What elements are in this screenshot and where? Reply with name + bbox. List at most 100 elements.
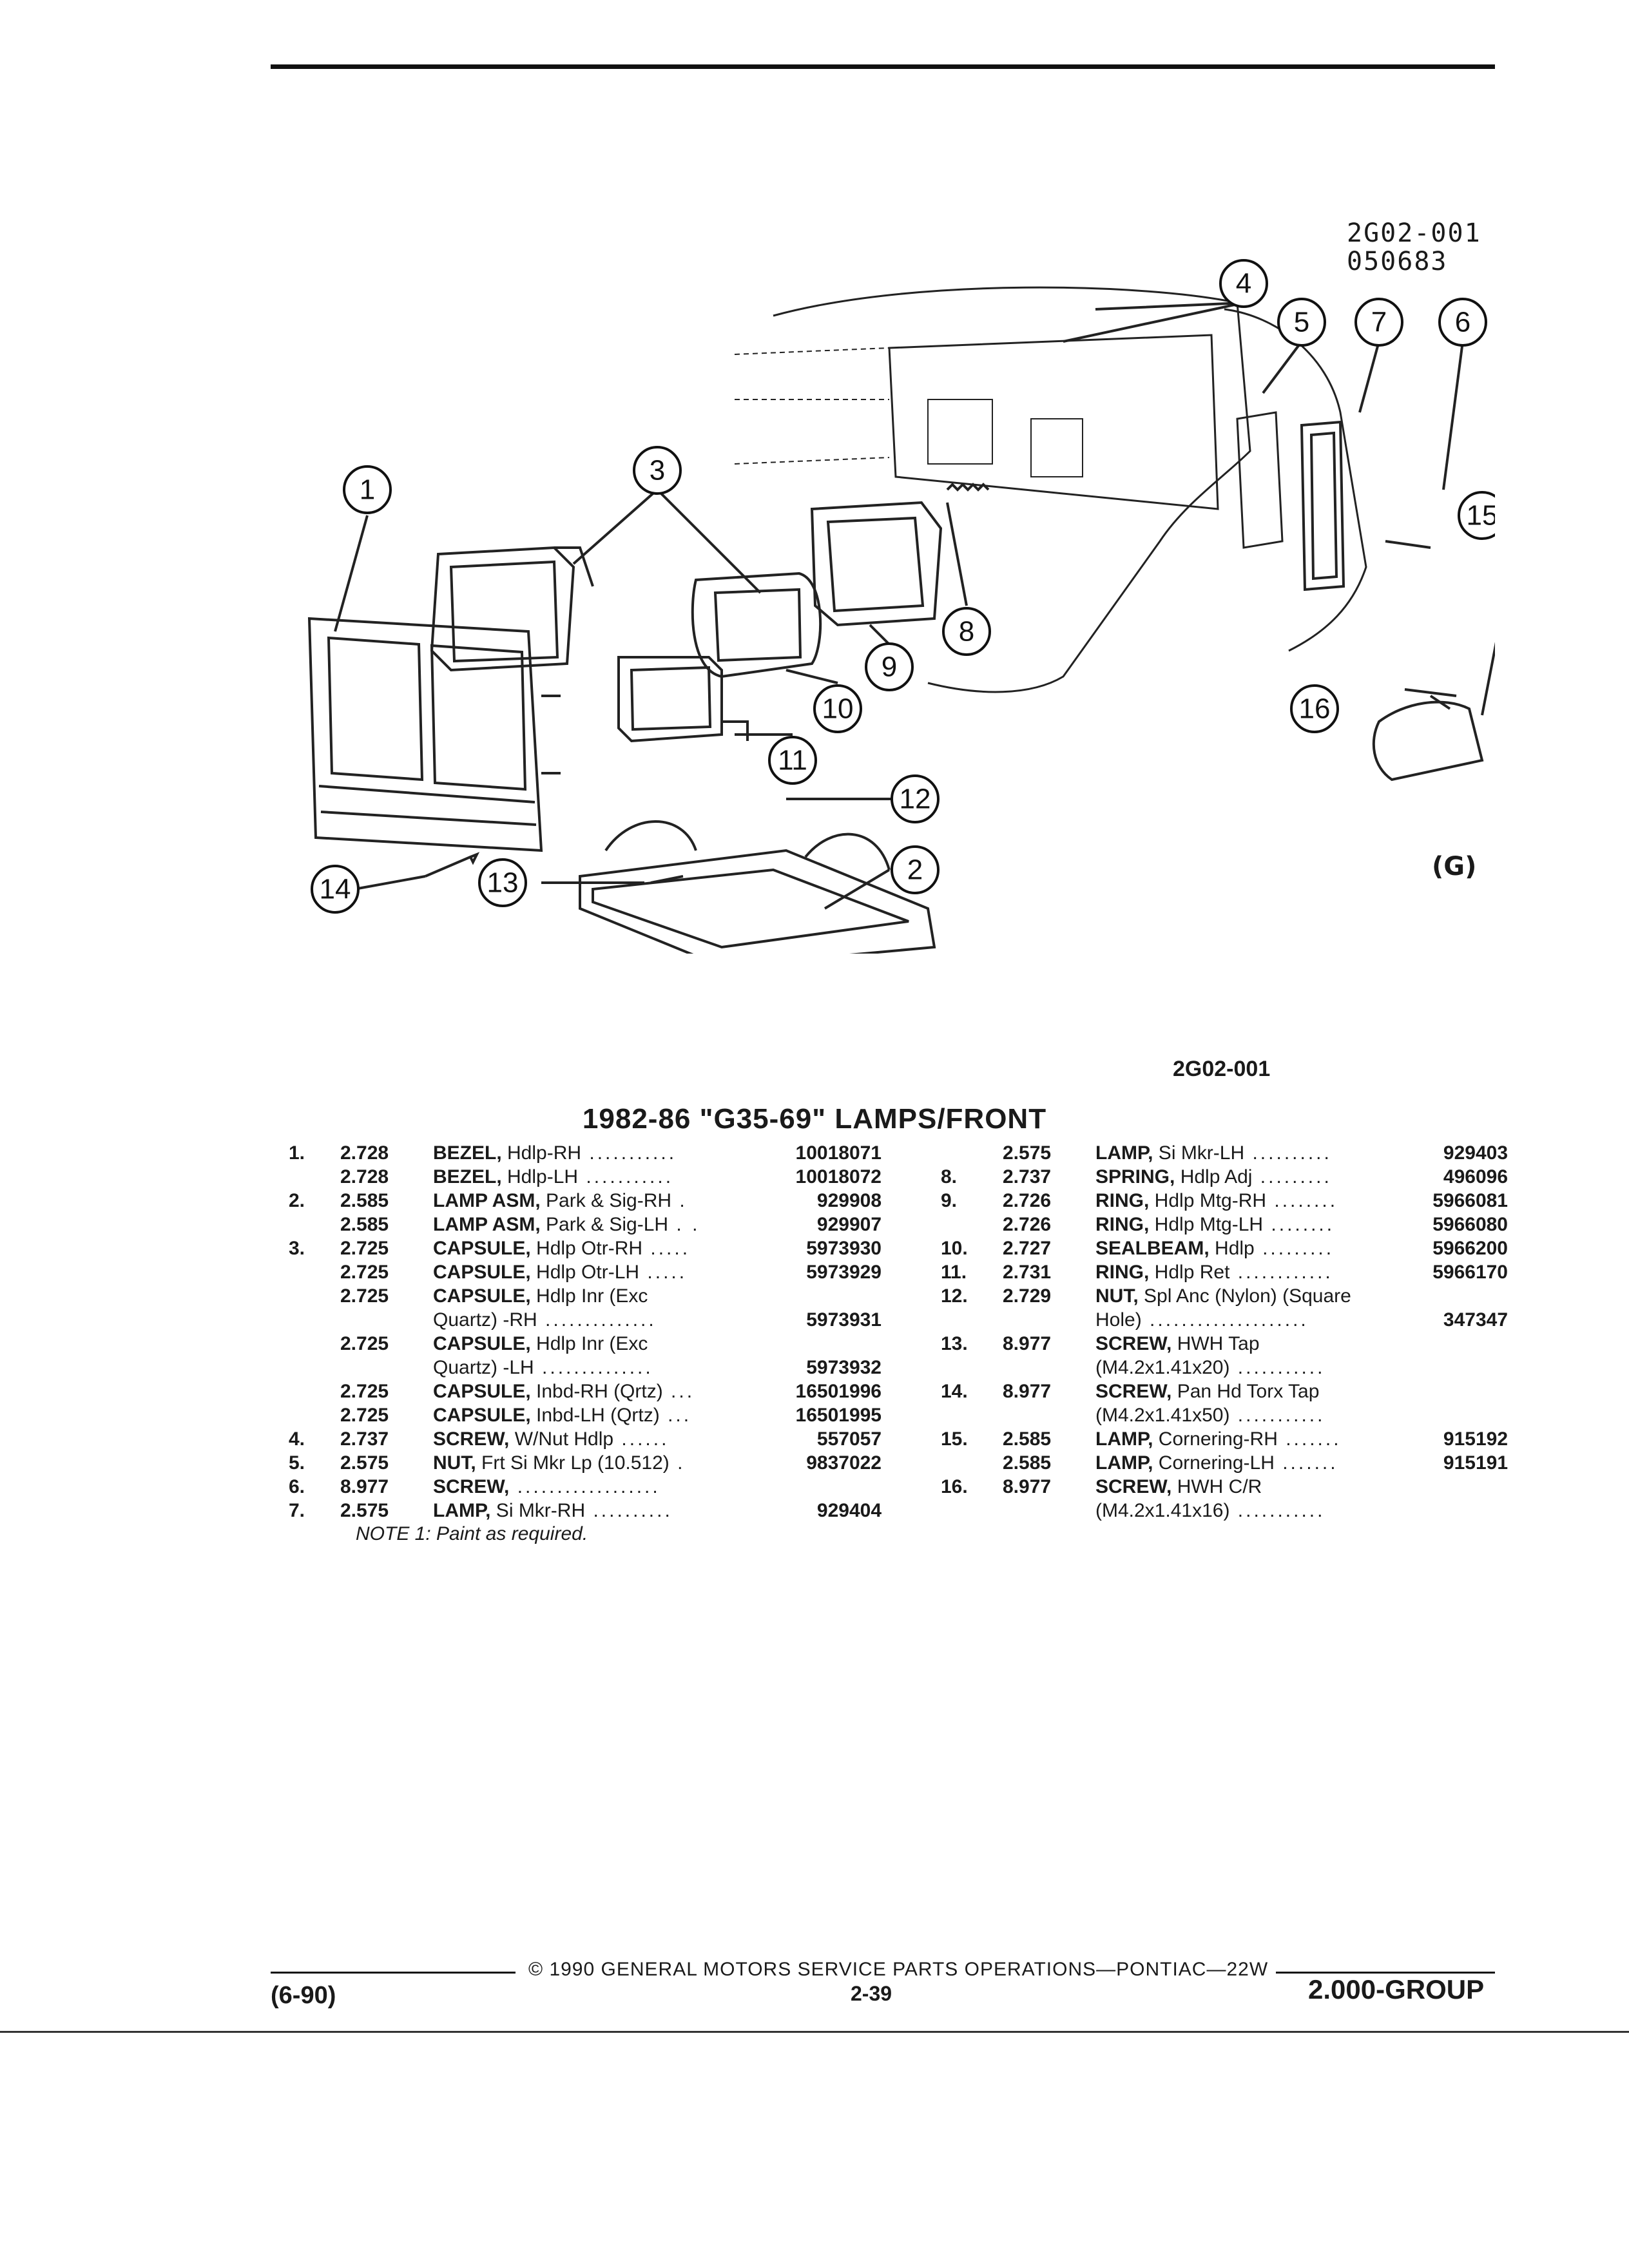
part-group-code: 2.725 [340, 1238, 389, 1259]
part-number-index: 3. [289, 1238, 305, 1259]
footer-rule-right [1276, 1972, 1495, 1974]
part-name: CAPSULE, [433, 1262, 531, 1283]
hwh-screw [650, 875, 684, 884]
part-group-code: 8.977 [1003, 1381, 1052, 1402]
part-number: 929907 [816, 1214, 882, 1235]
callout-2 [891, 845, 940, 894]
part-group-code: 2.737 [1003, 1166, 1052, 1187]
callout-13 [478, 858, 527, 907]
part-group-code: 2.585 [340, 1190, 389, 1211]
part-number: 496096 [1443, 1166, 1508, 1187]
part-detail: HWH Tap [1171, 1333, 1260, 1354]
part-name: LAMP ASM, [433, 1190, 541, 1211]
part-number: 347347 [1443, 1309, 1508, 1331]
dot-leader: ............ [1229, 1262, 1333, 1283]
part-number: 5966200 [1432, 1238, 1508, 1259]
part-name: CAPSULE, [433, 1381, 531, 1402]
part-number: 16501995 [795, 1405, 882, 1426]
headlamp-capsule-inner [617, 656, 749, 743]
part-description: LAMP, Cornering-RH ....... [1095, 1428, 1342, 1451]
part-description: SCREW, HWH Tap [1095, 1332, 1260, 1356]
dot-leader: .............. [534, 1357, 653, 1378]
part-number: 929403 [1443, 1142, 1508, 1164]
part-group-code: 2.585 [340, 1214, 389, 1235]
diagram-ref-code: 2G02-001 050683 [1347, 219, 1481, 276]
dot-leader: . . [668, 1214, 700, 1235]
headlamp-capsule-outer [430, 546, 594, 672]
frt-screw [1404, 688, 1457, 697]
callout-label: 3 [650, 455, 665, 486]
part-name: CAPSULE, [433, 1405, 531, 1426]
part-name: SCREW, [1095, 1476, 1172, 1497]
dot-leader: ........... [1229, 1405, 1325, 1426]
part-group-code: 8.977 [340, 1476, 389, 1497]
part-group-code: 2.585 [1003, 1428, 1052, 1450]
part-name: CAPSULE, [433, 1285, 531, 1307]
part-number: 929908 [816, 1190, 882, 1211]
part-detail: Cornering-RH [1153, 1428, 1278, 1450]
headlamp-mounting-ring [810, 501, 943, 627]
part-detail: Hdlp-LH [501, 1166, 579, 1187]
part-row: 2.575 LAMP, Si Mkr-LH .......... 929403 [941, 1142, 1508, 1165]
part-description: NUT, Spl Anc (Nylon) (Square [1095, 1285, 1351, 1308]
part-description: LAMP, Si Mkr-LH .......... [1095, 1142, 1332, 1165]
part-detail: Hdlp Mtg-LH [1149, 1214, 1264, 1235]
part-detail: HWH C/R [1171, 1476, 1262, 1497]
callout-14 [311, 865, 360, 914]
part-name: RING, [1095, 1214, 1150, 1235]
part-description: SCREW, HWH C/R [1095, 1475, 1262, 1499]
callout-label: 15 [1467, 500, 1495, 532]
part-row: Hole) ....................347347 [941, 1309, 1508, 1332]
part-name: RING, [1095, 1262, 1150, 1283]
callout-4 [1219, 259, 1268, 308]
callout-label: 4 [1236, 268, 1251, 300]
part-number-index: 11. [941, 1262, 967, 1283]
part-description: SCREW, .................. [433, 1475, 660, 1499]
callout-9 [865, 642, 914, 691]
part-number: 5973929 [806, 1262, 882, 1283]
part-group-code: 8.977 [1003, 1476, 1052, 1497]
callout-label: 12 [900, 783, 931, 815]
parts-note: NOTE 1: Paint as required. [356, 1523, 588, 1544]
gm-logo-icon: (G) [1432, 852, 1477, 881]
callout-label: 5 [1294, 307, 1309, 338]
dot-leader: ........ [1266, 1190, 1338, 1211]
dot-leader: .......... [1244, 1142, 1332, 1164]
dot-leader: ...... [613, 1428, 670, 1450]
part-number: 5973932 [806, 1357, 882, 1378]
part-detail: Quartz) -RH [433, 1309, 537, 1331]
part-detail: Frt Si Mkr Lp (10.512) [476, 1452, 670, 1474]
part-group-code: 2.575 [1003, 1142, 1052, 1164]
part-name: NUT, [433, 1452, 476, 1474]
part-name: SCREW, [433, 1476, 510, 1497]
part-description: (M4.2x1.41x16) ........... [1095, 1499, 1325, 1523]
part-number-index: 14. [941, 1381, 968, 1402]
dot-leader: ... [662, 1381, 695, 1402]
part-detail: Hdlp-RH [501, 1142, 582, 1164]
dot-leader: ......... [1252, 1166, 1332, 1187]
part-description: RING, Hdlp Mtg-RH ........ [1095, 1189, 1338, 1213]
dot-leader: .................. [509, 1476, 660, 1497]
part-name: SCREW, [433, 1428, 510, 1450]
part-number: 5966080 [1432, 1214, 1508, 1235]
part-number: 915192 [1443, 1428, 1508, 1450]
part-number: 9837022 [806, 1452, 882, 1474]
part-number-index: 4. [289, 1428, 305, 1450]
dot-leader: ....... [1274, 1452, 1338, 1474]
callout-10 [813, 684, 862, 733]
bottom-rule [0, 2031, 1629, 2033]
part-group-code: 2.737 [340, 1428, 389, 1450]
part-description: LAMP, Cornering-LH ....... [1095, 1452, 1338, 1475]
ref-code-line1: 2G02-001 [1347, 218, 1481, 248]
part-detail: Si Mkr-LH [1153, 1142, 1245, 1164]
part-description: RING, Hdlp Ret ............ [1095, 1261, 1333, 1284]
exploded-parts-diagram: 1 2 3 4 5 6 7 8 9 10 11 12 13 14 15 16 [271, 206, 1495, 954]
callout-12 [891, 774, 940, 823]
